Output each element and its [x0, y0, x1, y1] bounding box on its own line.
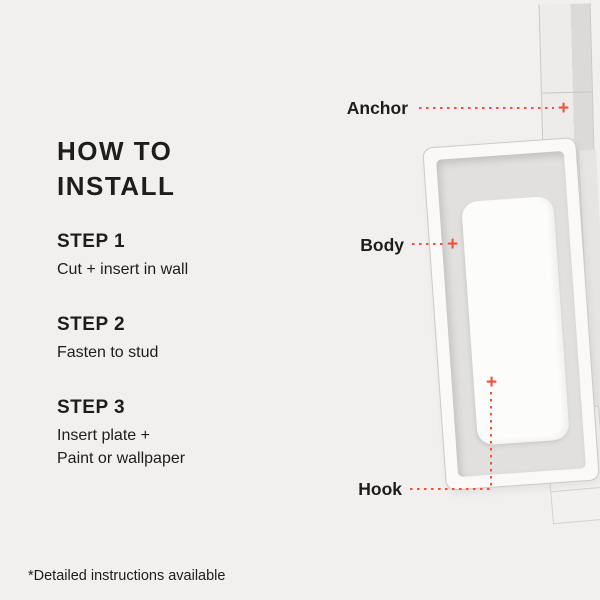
footnote: *Detailed instructions available	[28, 568, 226, 584]
label-hook: Hook	[358, 479, 402, 499]
step-1-text: Cut + insert in wall	[57, 261, 189, 278]
body-frame	[422, 137, 600, 491]
body-leader-line	[412, 243, 445, 245]
label-body: Body	[360, 235, 404, 255]
step-2-heading: STEP 2	[57, 314, 126, 335]
page-title: HOW TO INSTALL	[57, 134, 317, 204]
anchor-plus-marker: +	[558, 98, 570, 119]
step-3-text-line-1: Insert plate +	[57, 427, 150, 444]
hook-leader-line-vertical	[490, 392, 492, 488]
anchor-seam	[541, 91, 592, 94]
step-3-text-line-2: Paint or wallpaper	[57, 450, 186, 467]
step-3-heading: STEP 3	[57, 397, 126, 418]
step-2: STEP 2 Fasten to stud	[57, 313, 317, 364]
title-line-1: HOW TO	[57, 136, 173, 166]
anchor-leader-line	[419, 107, 554, 109]
step-3: STEP 3 Insert plate + Paint or wallpaper	[57, 396, 317, 470]
title-line-2: INSTALL	[57, 171, 176, 201]
step-1: STEP 1 Cut + insert in wall	[57, 230, 317, 281]
panel-crease	[551, 486, 600, 493]
cover-plate	[461, 195, 570, 446]
left-panel: HOW TO INSTALL STEP 1 Cut + insert in wa…	[57, 134, 317, 502]
label-anchor: Anchor	[346, 98, 408, 118]
step-1-heading: STEP 1	[57, 231, 126, 252]
hook-leader-line-horizontal	[410, 488, 492, 490]
body-plus-marker: +	[447, 234, 459, 255]
step-2-text: Fasten to stud	[57, 344, 159, 361]
frame-recess	[436, 150, 586, 478]
hook-plus-marker: +	[486, 372, 498, 393]
